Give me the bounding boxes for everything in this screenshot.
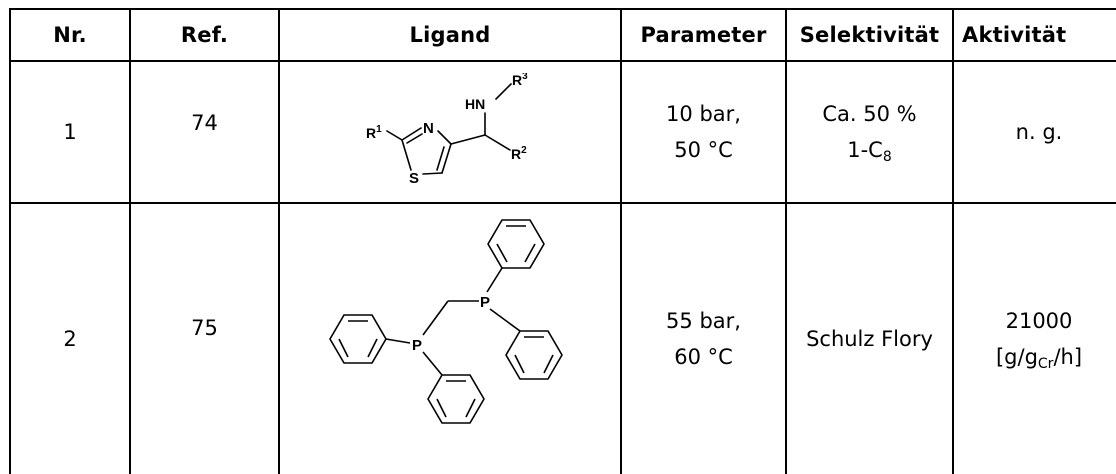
cell-parameter: 10 bar, 50 °C xyxy=(620,60,787,204)
s-atom-label: S xyxy=(409,170,419,187)
header-row: Nr. Ref. Ligand Parameter Selektivität A… xyxy=(9,8,1116,62)
r2-label: R2 xyxy=(511,145,527,162)
r3-label: R3 xyxy=(512,73,528,88)
n-atom-label: N xyxy=(423,120,434,137)
p1-atom-label: P xyxy=(412,337,422,354)
activity-value: 21000 xyxy=(1005,309,1073,333)
p2-atom-label: P xyxy=(480,294,490,311)
cell-aktivitaet: n. g. xyxy=(952,60,1116,204)
r1-label: R1 xyxy=(366,124,382,141)
cell-parameter: 55 bar, 60 °C xyxy=(620,202,787,474)
activity-unit: [g/gCr/h] xyxy=(995,345,1083,372)
cell-ref: 74 xyxy=(129,60,280,204)
header-selektivitaet: Selektivität xyxy=(785,8,954,62)
header-parameter: Parameter xyxy=(620,8,787,62)
dppm-ligand-structure: P P xyxy=(329,219,563,424)
table-row: 2 75 xyxy=(9,202,1116,474)
parameter-pressure: 55 bar, xyxy=(666,309,741,333)
cell-selektivitaet: Ca. 50 % 1-C8 xyxy=(785,60,954,204)
table-row: 1 74 xyxy=(9,60,1116,204)
cell-nr: 2 xyxy=(9,202,131,474)
selectivity-product: 1-C8 xyxy=(847,138,892,165)
thiazole-ligand-structure: R1 N S HN R3 R2 xyxy=(366,73,528,187)
parameter-temperature: 50 °C xyxy=(674,138,733,162)
hn-label: HN xyxy=(465,96,485,112)
cell-ref: 75 xyxy=(129,202,280,474)
cell-ligand: R1 N S HN R3 R2 xyxy=(278,60,622,204)
ligand-table: Nr. Ref. Ligand Parameter Selektivität A… xyxy=(9,8,1116,474)
header-aktivitaet: Aktivität xyxy=(952,8,1116,62)
cell-selektivitaet: Schulz Flory xyxy=(785,202,954,474)
cell-aktivitaet: 21000 [g/gCr/h] xyxy=(952,202,1116,474)
cell-ligand: P P xyxy=(278,202,622,474)
header-ligand: Ligand xyxy=(278,8,622,62)
parameter-pressure: 10 bar, xyxy=(666,102,741,126)
header-ref: Ref. xyxy=(129,8,280,62)
selectivity-value: Ca. 50 % xyxy=(822,102,917,126)
parameter-temperature: 60 °C xyxy=(674,345,733,369)
cell-nr: 1 xyxy=(9,60,131,204)
header-nr: Nr. xyxy=(9,8,131,62)
